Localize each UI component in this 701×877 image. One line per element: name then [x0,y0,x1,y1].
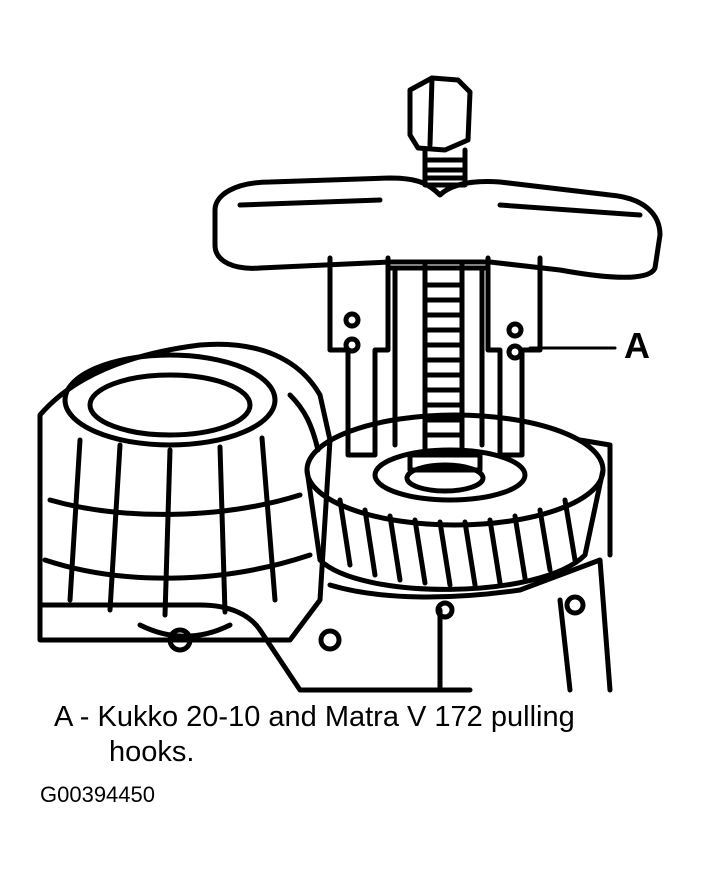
figure-code: G00394450 [40,782,155,807]
caption-line-2: hooks. [109,736,195,768]
transmission-housing [37,341,333,643]
puller-spindle [407,75,483,473]
caption-line-1: A - Kukko 20-10 and Matra V 172 pulling [54,701,575,733]
puller-diagram [37,75,663,693]
housing-flange [37,557,613,693]
puller-crossbar [212,175,663,280]
helical-gear [304,412,613,592]
figure-caption: A - Kukko 20-10 and Matra V 172 pulling … [54,700,694,770]
pulling-hooks [327,255,543,458]
callout-label-a: A [624,325,650,366]
